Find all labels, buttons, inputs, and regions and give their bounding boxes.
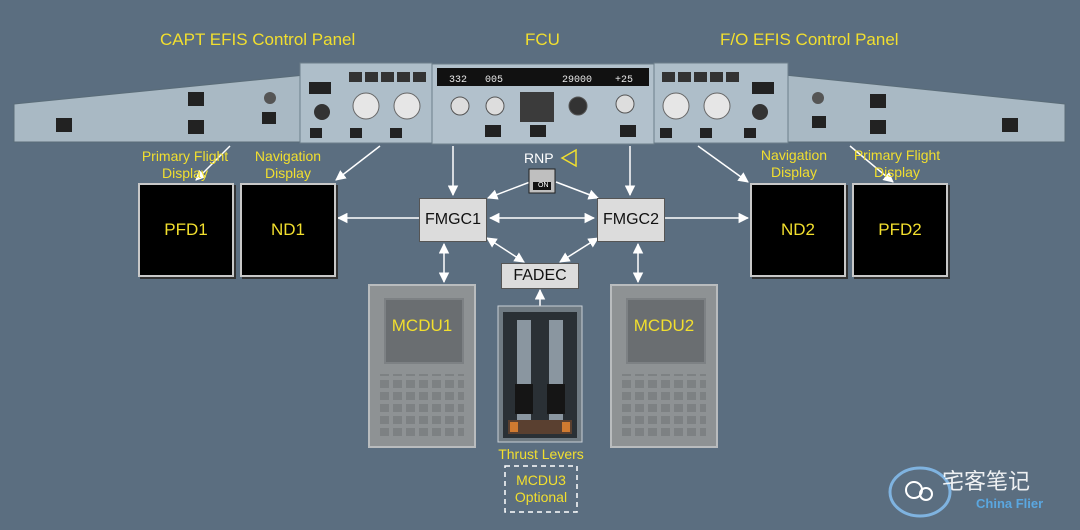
nd2-display: ND2 [750, 183, 846, 277]
fmgc1-box: FMGC1 [419, 198, 487, 242]
thrust-levers-label: Thrust Levers [498, 446, 584, 462]
watermark: 宅客笔记 China Flier [880, 462, 1070, 522]
pfd2-caption-line2: Display [874, 164, 920, 180]
mcdu3-optional-box [504, 465, 578, 513]
mcdu1-keypad [380, 374, 464, 436]
rnp-speaker-icon [560, 148, 577, 168]
mcdu2-unit: MCDU2 [610, 284, 718, 448]
mcdu1-label: MCDU1 [391, 316, 453, 335]
mcdu1-unit: MCDU1 [368, 284, 476, 448]
fadec-box: FADEC [501, 263, 579, 289]
arrow-capt-to-pfd1 [195, 145, 231, 181]
fo-efis-header: F/O EFIS Control Panel [720, 30, 899, 49]
mcdu3-label: MCDU3 Optional [505, 472, 577, 506]
pfd2-caption: Primary Flight Display [838, 147, 956, 181]
nd1-display: ND1 [240, 183, 336, 277]
pfd2-caption-line1: Primary Flight [853, 147, 941, 163]
fcu-hdg: 005 [485, 75, 503, 86]
mcdu1-screen [384, 298, 464, 364]
mcdu3-label-line1: MCDU3 [516, 472, 566, 488]
pfd1-display: PFD1 [138, 183, 234, 277]
watermark-sub: China Flier [976, 496, 1044, 511]
pfd1-caption-line2: Display [162, 165, 208, 181]
thrust-lever-quadrant [497, 305, 583, 443]
fcu-alt: 29000 [562, 75, 592, 86]
watermark-text: 宅客笔记 [942, 469, 1031, 494]
nd2-caption-line1: Navigation [760, 147, 828, 163]
pfd1-caption-line1: Primary Flight [141, 148, 229, 164]
capt-efis-header: CAPT EFIS Control Panel [160, 30, 356, 49]
nd2-caption: Navigation Display [746, 147, 842, 181]
arrow-capt-to-nd1 [335, 145, 381, 181]
pfd1-caption: Primary Flight Display [126, 148, 244, 182]
watermark-logo-icon [888, 466, 952, 518]
pfd2-display: PFD2 [852, 183, 948, 277]
mcdu2-label: MCDU2 [633, 316, 695, 335]
arrow-fo-to-pfd2 [849, 145, 894, 183]
glareshield-panel [13, 62, 1066, 145]
fmgc2-box: FMGC2 [597, 198, 665, 242]
fcu-header: FCU [525, 30, 560, 49]
mcdu2-keypad [622, 374, 706, 436]
mcdu2-screen [626, 298, 706, 364]
nd1-caption: Navigation Display [240, 148, 336, 182]
fcu-vs: +25 [615, 75, 633, 86]
nd1-caption-line1: Navigation [254, 148, 322, 164]
arrow-rnp-to-fmgc2 [555, 181, 599, 200]
arrow-fmgc2-fadec [559, 237, 599, 263]
fcu-spd: 332 [449, 75, 467, 86]
arrow-fo-to-nd2 [697, 145, 749, 183]
nd1-caption-line2: Display [265, 165, 311, 181]
mcdu3-label-line2: Optional [514, 489, 568, 505]
rnp-switch-label: ON [538, 182, 549, 189]
arrow-fmgc1-fadec [486, 237, 525, 263]
arrow-rnp-to-fmgc1 [487, 181, 531, 200]
nd2-caption-line2: Display [771, 164, 817, 180]
rnp-label: RNP [524, 150, 554, 166]
